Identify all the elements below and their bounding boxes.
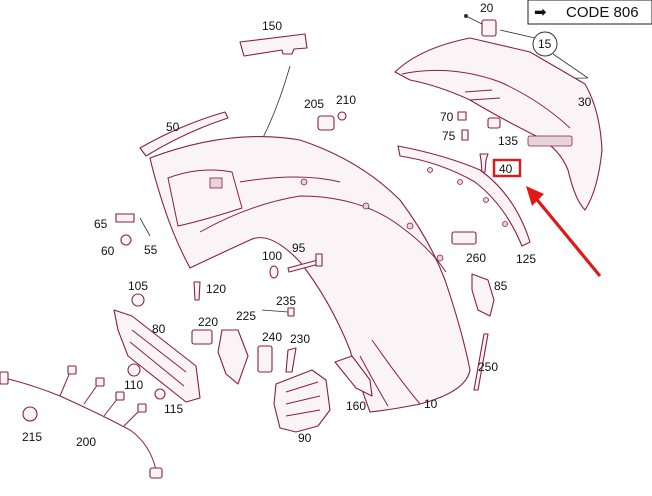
callout-210: 210 — [336, 93, 356, 107]
part-235: 235 — [261, 294, 296, 317]
part-230: 230 — [285, 332, 310, 373]
callout-85: 85 — [494, 279, 508, 293]
part-220: 220 — [191, 315, 218, 345]
part-240: 240 — [257, 330, 282, 373]
callout-150: 150 — [262, 19, 282, 33]
code-label: CODE 806 — [566, 4, 639, 21]
callout-70: 70 — [440, 110, 454, 124]
callout-90: 90 — [298, 431, 312, 445]
callout-30: 30 — [578, 95, 592, 109]
part-225: 225 — [217, 309, 256, 385]
callout-55: 55 — [144, 243, 158, 257]
part-160: 160 — [334, 355, 373, 413]
highlight-arrow — [532, 194, 602, 278]
arrow-right-icon: ➡ — [534, 4, 547, 21]
part-40-highlight — [492, 158, 522, 178]
part-215-sensor: 215 — [22, 406, 42, 444]
callout-100: 100 — [262, 249, 282, 263]
callout-50: 50 — [166, 120, 180, 134]
callout-135: 135 — [498, 134, 518, 148]
callout-75: 75 — [442, 129, 456, 143]
part-20-clip: 20 — [464, 1, 497, 37]
part-80-bracket: 80 — [113, 309, 201, 403]
callout-215: 215 — [22, 430, 42, 444]
callout-235: 235 — [276, 294, 296, 308]
callout-125: 125 — [516, 252, 536, 266]
callout-20: 20 — [480, 1, 494, 15]
callout-80: 80 — [152, 322, 166, 336]
callout-160: 160 — [346, 399, 366, 413]
part-205-210: 205 210 — [304, 93, 356, 131]
part-125-trim: 125 — [397, 145, 536, 266]
callout-205: 205 — [304, 97, 324, 111]
part-10-bumper-cover: 10 — [149, 136, 471, 413]
part-85-bracket: 85 — [471, 273, 508, 317]
callout-120: 120 — [206, 282, 226, 296]
callout-10: 10 — [424, 397, 438, 411]
part-250-strip: 250 — [473, 333, 498, 391]
part-90-bracket: 90 — [273, 369, 331, 445]
part-110: 110 — [124, 363, 143, 392]
part-40-clip: 40 — [479, 153, 602, 278]
callout-115: 115 — [164, 402, 183, 416]
part-105: 105 — [128, 279, 148, 307]
callout-260: 260 — [466, 251, 486, 265]
part-30-diffuser: 30 — [394, 37, 603, 211]
callout-225: 225 — [236, 309, 256, 323]
part-120: 120 — [193, 281, 226, 301]
part-260: 260 — [451, 231, 486, 265]
callout-200: 200 — [76, 435, 96, 449]
callout-240: 240 — [262, 330, 282, 344]
callout-230: 230 — [290, 332, 310, 346]
code-legend: ➡ CODE 806 — [527, 0, 652, 25]
part-70-75-135: 70 75 135 — [440, 110, 518, 148]
callout-105: 105 — [128, 279, 148, 293]
callout-60: 60 — [101, 244, 115, 258]
code-legend-box — [527, 0, 652, 25]
callout-220: 220 — [198, 315, 218, 329]
callout-95: 95 — [292, 241, 306, 255]
callout-40: 40 — [499, 162, 513, 176]
part-50-trim: 50 — [139, 111, 229, 157]
part-95-100: 100 95 — [262, 241, 323, 279]
part-55-60-65: 65 60 55 — [94, 213, 158, 258]
callout-110: 110 — [124, 378, 143, 392]
svg-text:15: 15 — [538, 37, 552, 51]
callout-65: 65 — [94, 217, 108, 231]
callout-250: 250 — [478, 360, 498, 374]
part-200-harness: 200 — [0, 365, 163, 479]
part-115: 115 — [154, 388, 183, 416]
